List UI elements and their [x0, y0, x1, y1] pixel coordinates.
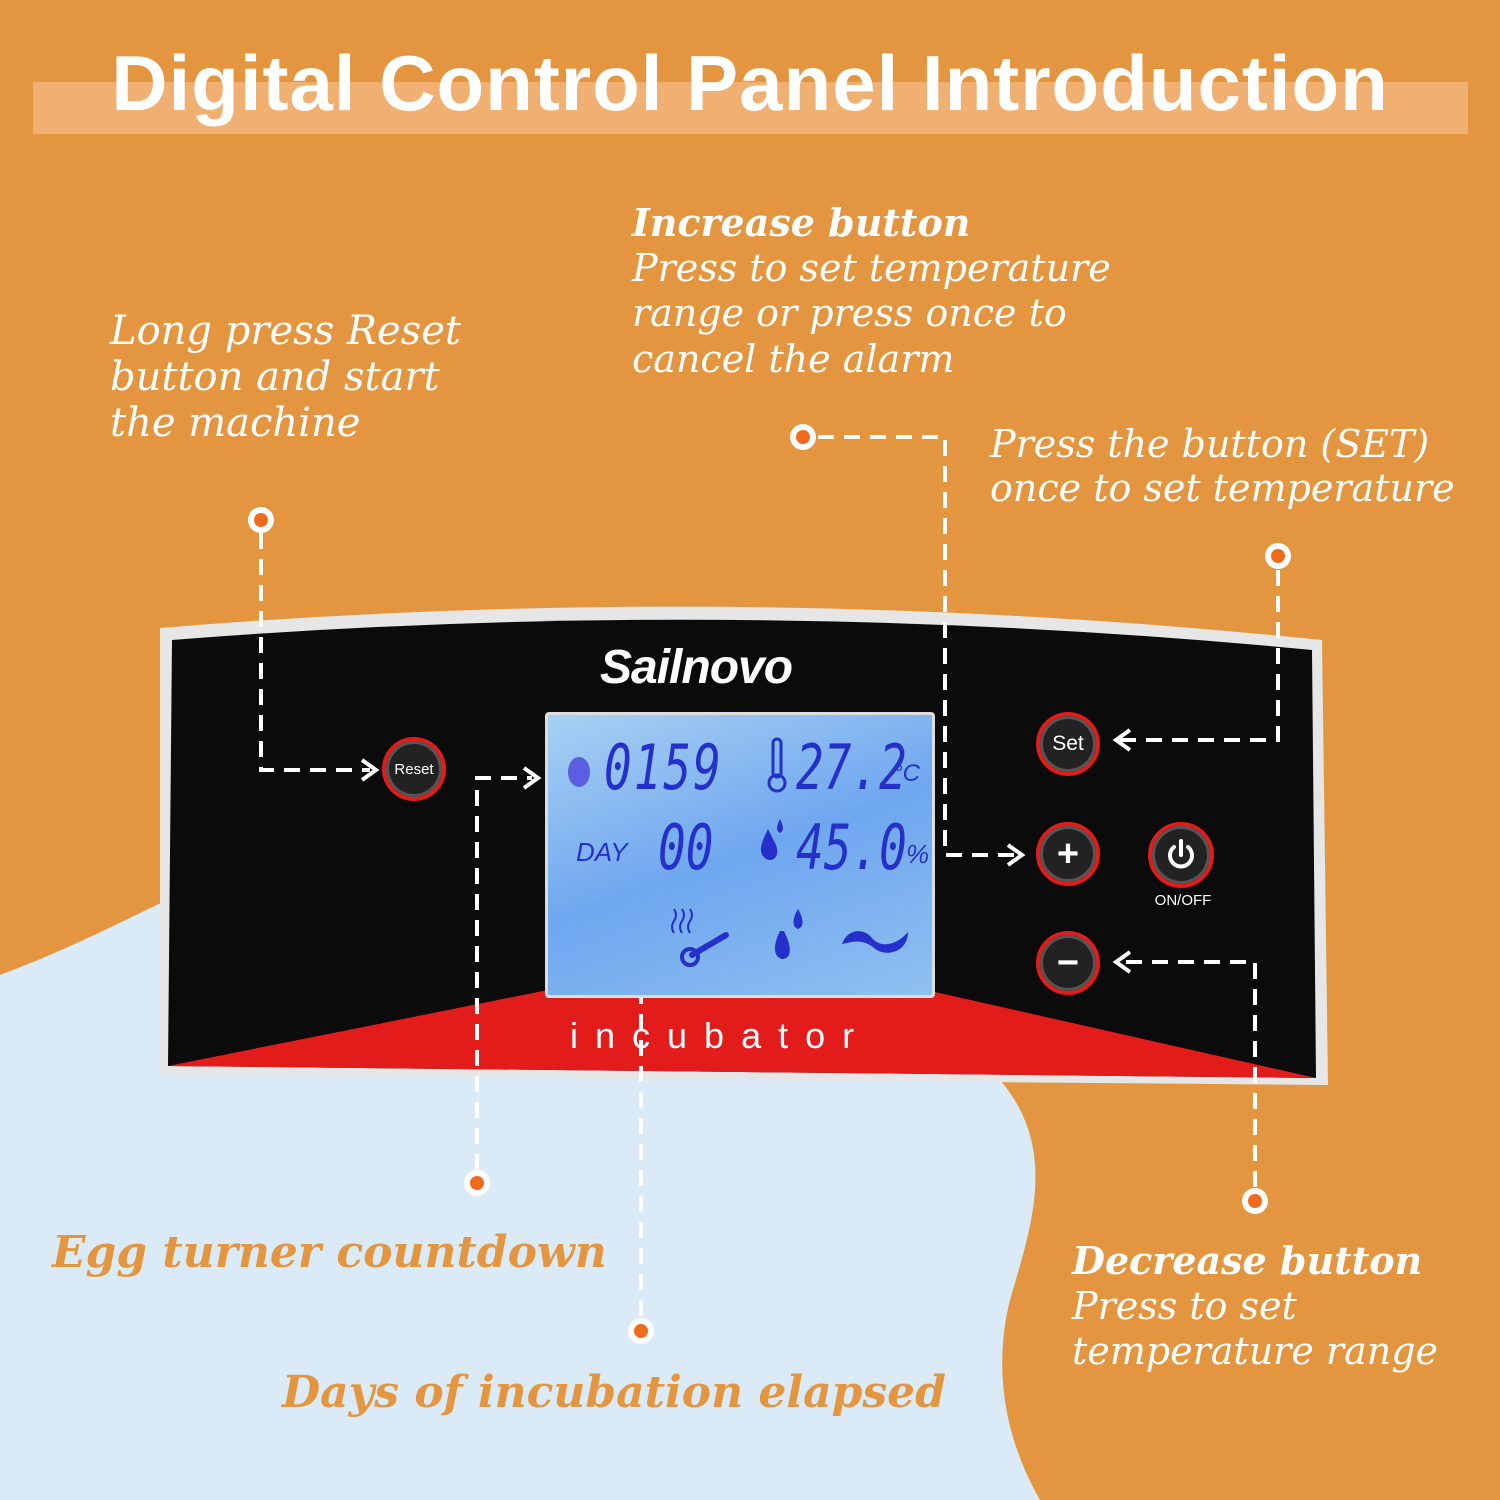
- reset-callout-dot: [248, 507, 274, 533]
- heating-icon: [671, 908, 729, 967]
- increase-callout-line-2: range or press once to: [632, 291, 1067, 336]
- fan-icon: [842, 931, 908, 953]
- days-callout-dot: [628, 1318, 654, 1344]
- page-title: Digital Control Panel Introduction: [111, 39, 1389, 127]
- temperature-unit: °C: [893, 760, 920, 787]
- egg-turner-callout-text: Egg turner countdown: [52, 1227, 607, 1278]
- days-callout: Days of incubation elapsed: [282, 1367, 946, 1419]
- lcd-display: 0159 27.2 °C DAY 00 45.0 %: [545, 712, 935, 998]
- temperature-readout: 27.2: [796, 731, 907, 804]
- reset-callout: Long press Reset button and start the ma…: [110, 308, 461, 446]
- humidity-readout: 45.0: [796, 811, 907, 884]
- days-readout: 00: [658, 811, 714, 884]
- power-icon: [1168, 839, 1194, 869]
- product-label: incubator: [570, 1015, 872, 1056]
- reset-callout-line-3: the machine: [110, 400, 361, 446]
- increase-callout-line-3: cancel the alarm: [632, 336, 955, 381]
- water-drops-icon: [774, 909, 803, 959]
- reset-callout-line-1: Long press Reset: [110, 308, 461, 354]
- set-button[interactable]: Set: [1036, 712, 1100, 776]
- humidity-unit: %: [906, 839, 930, 869]
- day-label: DAY: [576, 837, 628, 867]
- decrease-callout-heading: Decrease button: [1072, 1238, 1423, 1283]
- countdown-readout: 0159: [604, 731, 723, 804]
- days-callout-text: Days of incubation elapsed: [282, 1367, 946, 1418]
- set-callout-dot: [1265, 543, 1291, 569]
- decrease-button[interactable]: −: [1036, 931, 1100, 995]
- decrease-callout-line-1: Press to set: [1072, 1283, 1297, 1328]
- power-button[interactable]: [1148, 822, 1214, 888]
- egg-turner-callout-dot: [464, 1170, 490, 1196]
- increase-button[interactable]: +: [1036, 822, 1100, 886]
- brand-logo: Sailnovo: [600, 641, 793, 694]
- decrease-callout-line-2: temperature range: [1072, 1329, 1439, 1374]
- thermometer-icon: [767, 737, 787, 793]
- increase-callout-dot: [790, 424, 816, 450]
- egg-icon: [568, 757, 590, 787]
- set-callout-line-1: Press the button (SET): [990, 422, 1430, 466]
- decrease-callout: Decrease button Press to set temperature…: [1072, 1238, 1438, 1375]
- increase-callout-line-1: Press to set temperature: [632, 245, 1111, 290]
- set-callout-line-2: once to set temperature: [990, 465, 1455, 510]
- increase-callout: Increase button Press to set temperature…: [632, 200, 1111, 382]
- onoff-label: ON/OFF: [1154, 892, 1212, 909]
- egg-turner-callout: Egg turner countdown: [52, 1227, 607, 1279]
- reset-button[interactable]: Reset: [382, 737, 446, 801]
- increase-callout-heading: Increase button: [632, 200, 971, 245]
- set-callout: Press the button (SET) once to set tempe…: [990, 422, 1455, 510]
- decrease-callout-dot: [1242, 1188, 1268, 1214]
- reset-callout-line-2: button and start: [110, 354, 440, 400]
- humidity-icon: [760, 819, 783, 861]
